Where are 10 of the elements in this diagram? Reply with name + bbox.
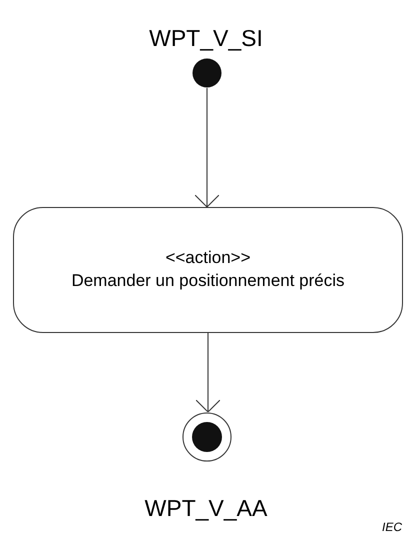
action-box — [13, 207, 403, 333]
final-node — [182, 412, 232, 462]
node-name: WPT_V_AA — [144, 494, 268, 523]
node-name: WPT_V_SI — [149, 24, 263, 53]
initial-node — [192, 58, 222, 88]
source-note: IEC — [382, 519, 402, 536]
arrow — [196, 332, 220, 412]
stereotype-label: <<action>> — [165, 247, 251, 270]
action-text: Demander un positionnement précis — [71, 270, 345, 292]
arrow — [194, 88, 220, 208]
